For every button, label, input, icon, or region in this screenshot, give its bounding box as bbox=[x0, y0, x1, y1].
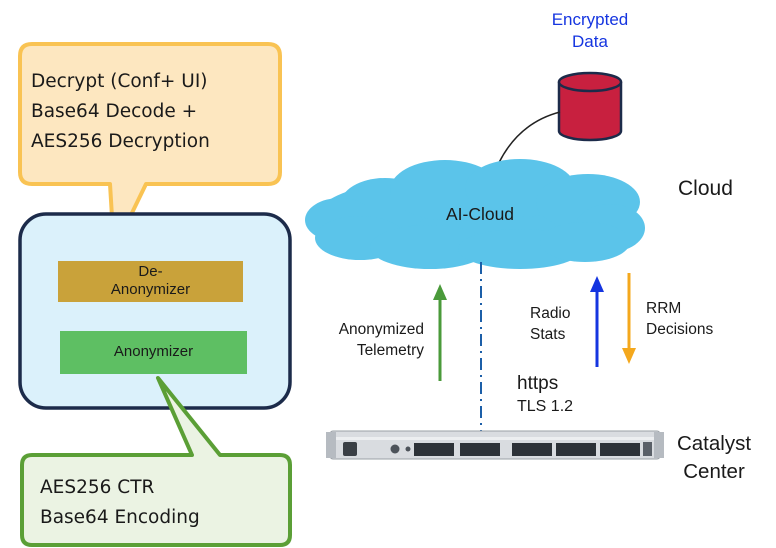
encode-callout-line1: AES256 CTR bbox=[40, 477, 155, 498]
encode-callout-shape bbox=[20, 376, 292, 547]
client-box bbox=[18, 212, 292, 410]
decrypt-callout-text: Decrypt (Conf+ UI) Base64 Decode + AES25… bbox=[31, 67, 210, 157]
https-label: https bbox=[517, 373, 559, 394]
cloud-shape bbox=[305, 159, 645, 269]
decrypt-callout-line1: Decrypt (Conf+ UI) bbox=[31, 71, 208, 92]
tls-label: TLS 1.2 bbox=[517, 398, 574, 415]
rrm-decisions-arrow bbox=[622, 273, 636, 364]
telemetry-label: Anonymized Telemetry bbox=[338, 321, 424, 359]
catalyst-center-label: Catalyst Center bbox=[676, 432, 752, 483]
decrypt-callout-line2: Base64 Decode + bbox=[31, 101, 198, 122]
deanonymizer-label: De- Anonymizer bbox=[110, 263, 191, 298]
deanonymizer-box bbox=[58, 261, 243, 302]
encode-callout-text: AES256 CTR Base64 Encoding bbox=[40, 473, 200, 533]
rack-server-icon bbox=[326, 430, 664, 460]
rrm-decisions-label: RRM Decisions bbox=[646, 300, 714, 338]
cloud-title: Cloud bbox=[678, 177, 733, 200]
decrypt-callout-line3: AES256 Decryption bbox=[31, 131, 210, 152]
encrypted-data-label: Encrypted Data bbox=[551, 10, 629, 51]
telemetry-arrow bbox=[433, 284, 447, 381]
anonymizer-box bbox=[60, 331, 247, 374]
radio-stats-label: Radio Stats bbox=[530, 305, 571, 343]
ai-cloud-label: AI-Cloud bbox=[445, 204, 515, 224]
database-cylinder-icon bbox=[557, 71, 623, 142]
encode-callout bbox=[20, 376, 292, 547]
encode-callout-line2: Base64 Encoding bbox=[40, 507, 200, 528]
anonymizer-label: Anonymizer bbox=[113, 343, 194, 360]
radio-stats-arrow bbox=[590, 276, 604, 367]
